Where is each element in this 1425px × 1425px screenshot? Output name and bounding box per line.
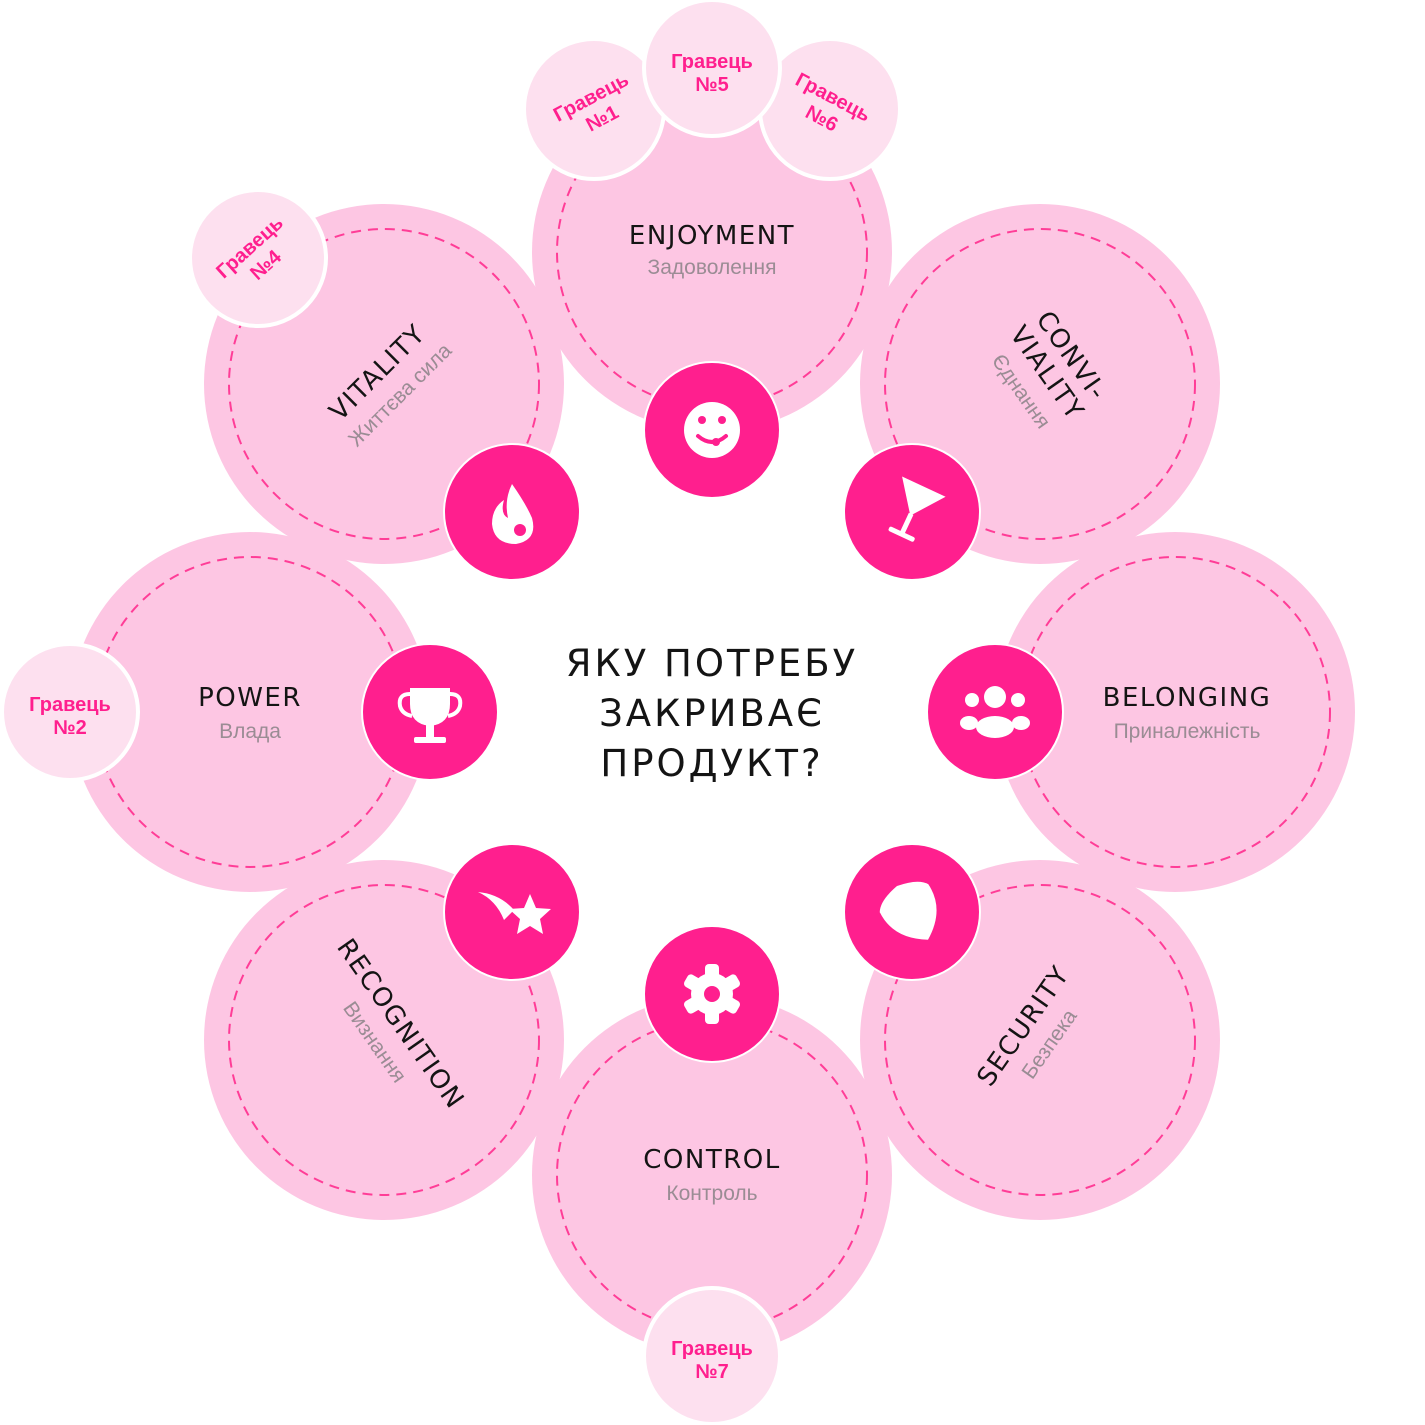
player-5-number: №5 — [695, 74, 728, 96]
enjoyment-sub: Задоволення — [648, 256, 777, 279]
power-label: POWER — [198, 683, 302, 713]
recognition-icon-circle — [443, 843, 581, 981]
player-2-number: №2 — [53, 717, 86, 739]
trophy-icon — [397, 688, 463, 743]
power-icon-circle — [361, 643, 499, 781]
power-sub: Влада — [219, 720, 281, 743]
player-bubble-6: Гравець №6 — [758, 37, 902, 181]
conviviality-icon-circle — [843, 443, 981, 581]
control-sub: Контроль — [666, 1182, 757, 1205]
petal-belonging — [995, 532, 1355, 892]
enjoyment-icon-circle — [643, 361, 781, 499]
center-question: ЯКУ ПОТРЕБУ ЗАКРИВАЄ ПРОДУКТ? — [566, 642, 858, 785]
player-bubble-7: Гравець №7 — [642, 1286, 782, 1425]
enjoyment-label: ENJOYMENT — [629, 221, 795, 251]
gear-icon — [683, 964, 741, 1024]
cocktail-glass-icon — [888, 476, 946, 542]
people-group-icon — [960, 686, 1030, 738]
belonging-sub: Приналежність — [1114, 720, 1261, 743]
belonging-icon-circle — [926, 643, 1064, 781]
question-line-3: ПРОДУКТ? — [600, 742, 823, 785]
belonging-label: BELONGING — [1103, 683, 1272, 713]
player-bubble-2: Гравець №2 — [0, 642, 140, 782]
player-bubble-1: Гравець №1 — [522, 37, 666, 181]
player-7-number: №7 — [695, 1361, 728, 1383]
control-label: CONTROL — [643, 1145, 780, 1175]
player-bubble-4: Гравець №4 — [188, 188, 328, 328]
vitality-icon-circle — [443, 443, 581, 581]
smiley-icon — [684, 402, 740, 458]
question-line-2: ЗАКРИВАЄ — [599, 692, 825, 735]
security-icon-circle — [843, 843, 981, 981]
flame-icon — [492, 484, 534, 544]
shooting-star-icon — [478, 892, 551, 934]
player-2-label: Гравець — [29, 694, 111, 716]
control-icon-circle — [643, 925, 781, 1063]
player-5-label: Гравець — [671, 51, 753, 73]
shield-icon — [879, 881, 937, 940]
player-bubble-5: Гравець №5 — [642, 0, 782, 138]
question-line-1: ЯКУ ПОТРЕБУ — [566, 642, 858, 685]
player-7-label: Гравець — [671, 1338, 753, 1360]
